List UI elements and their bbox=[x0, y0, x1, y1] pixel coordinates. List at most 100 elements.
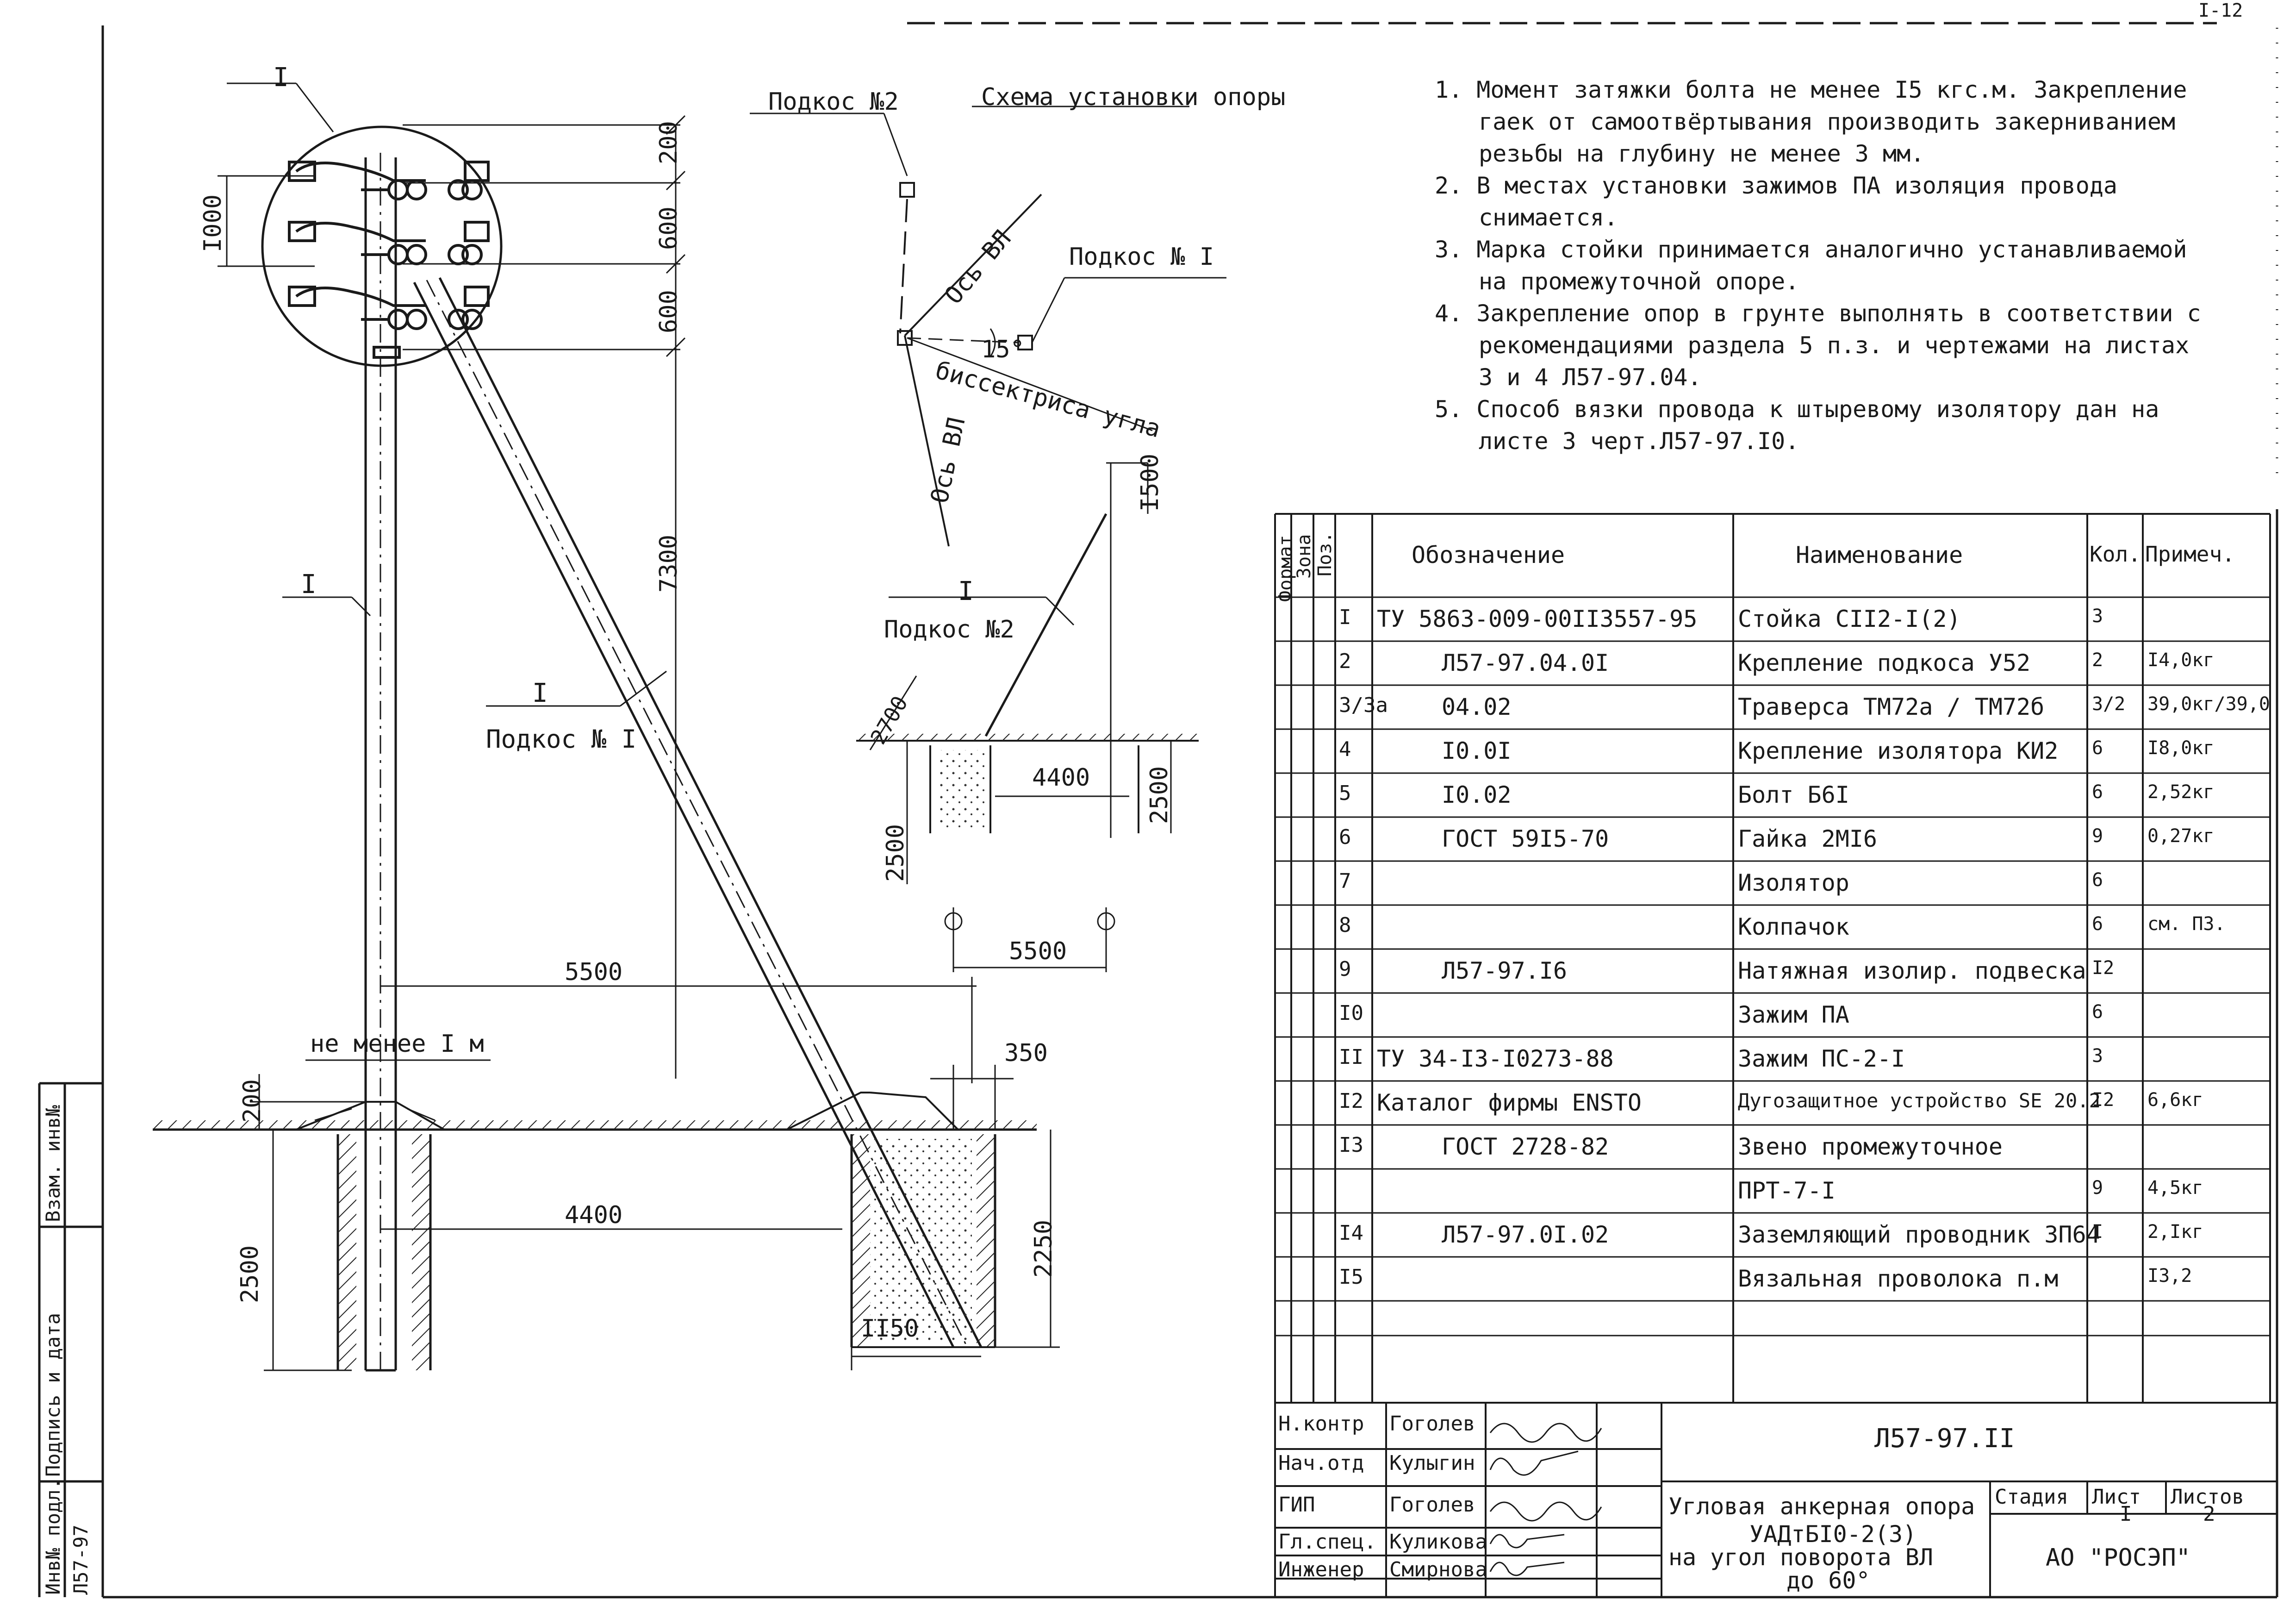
header-note: Примеч. bbox=[2145, 542, 2235, 567]
signer-name: Кулыгин bbox=[1389, 1451, 1475, 1475]
callout-i-brace: I bbox=[532, 678, 548, 708]
spec-cell-pos: I5 bbox=[1339, 1265, 1363, 1289]
spec-cell-note: I4,0кг bbox=[2147, 650, 2215, 671]
note-line: снимается. bbox=[1479, 204, 1618, 231]
title-line-4: до 60° bbox=[1786, 1567, 1870, 1594]
dim-600-b: 600 bbox=[655, 290, 683, 333]
scheme-dim-5500: 5500 bbox=[1009, 937, 1067, 965]
dim-2500-left: 2500 bbox=[236, 1245, 264, 1303]
spec-cell-name: Болт Б6I bbox=[1738, 781, 1849, 808]
spec-cell-qty: 6 bbox=[2092, 913, 2103, 935]
spec-cell-name: Изолятор bbox=[1738, 869, 1849, 896]
callout-i-top: I bbox=[273, 62, 289, 93]
spec-cell-designation: ТУ 5863-009-00II3557-95 bbox=[1377, 606, 1698, 632]
spec-cell-name: Заземляющий проводник ЗП64 bbox=[1738, 1221, 2100, 1248]
spec-cell-qty: I2 bbox=[2092, 957, 2115, 979]
spec-cell-pos: I0 bbox=[1339, 1001, 1363, 1025]
note-line: 2. В местах установки зажимов ПА изоляци… bbox=[1435, 172, 2118, 199]
spec-cell-qty: 6 bbox=[2092, 1001, 2103, 1023]
signer-name: Куликова bbox=[1389, 1530, 1487, 1554]
signer-name: Гоголев bbox=[1389, 1493, 1475, 1517]
spec-cell-name: Колпачок bbox=[1738, 913, 1849, 940]
scheme-dim-1500: I500 bbox=[1136, 453, 1164, 512]
spec-cell-qty: 3/2 bbox=[2092, 693, 2126, 715]
note-line: 3. Марка стойки принимается аналогично у… bbox=[1435, 236, 2187, 263]
header-pos: Поз. bbox=[1314, 531, 1336, 576]
spec-cell-name: Крепление подкоса У52 bbox=[1738, 650, 2031, 676]
dim-1000: I000 bbox=[199, 194, 227, 252]
dim-4400: 4400 bbox=[565, 1201, 623, 1229]
spec-cell-qty: 6 bbox=[2092, 869, 2103, 891]
note-line: 1. Момент затяжки болта не менее I5 кгс.… bbox=[1435, 76, 2187, 103]
stage-label: Стадия bbox=[1995, 1485, 2068, 1509]
spec-cell-name: Вязальная проволока п.м bbox=[1738, 1265, 2059, 1292]
note-line: на промежуточной опоре. bbox=[1479, 268, 1799, 295]
spec-cell-name: Дугозащитное устройство SE 20.2 bbox=[1738, 1089, 2101, 1112]
sheets-label: Листов bbox=[2171, 1485, 2244, 1509]
spec-cell-pos: 8 bbox=[1339, 913, 1351, 937]
note-line: гаек от самоотвёртывания производить зак… bbox=[1479, 108, 2176, 135]
spec-cell-designation: Л57-97.04.0I bbox=[1442, 650, 1609, 676]
signer-role: Н.контр bbox=[1278, 1412, 1364, 1436]
dim-600-a: 600 bbox=[655, 206, 683, 250]
note-line: 5. Способ вязки провода к штыревому изол… bbox=[1435, 396, 2159, 423]
spec-cell-note: см. ПЗ. bbox=[2147, 913, 2226, 935]
spec-cell-designation: ГОСТ 59I5-70 bbox=[1442, 825, 1609, 852]
callout-i-scheme: I bbox=[958, 576, 974, 606]
spec-cell-qty: 3 bbox=[2092, 606, 2103, 627]
spec-cell-pos: 6 bbox=[1339, 825, 1351, 849]
dim-350: 350 bbox=[1004, 1039, 1048, 1067]
spec-cell-name: Натяжная изолир. подвеска bbox=[1738, 957, 2086, 984]
signer-role: Нач.отд bbox=[1278, 1451, 1364, 1475]
title-code: Л57-97.II bbox=[1874, 1424, 2015, 1454]
spec-cell-note: I8,0кг bbox=[2147, 737, 2215, 759]
spec-cell-pos: 4 bbox=[1339, 737, 1351, 761]
spec-cell-designation: ГОСТ 2728-82 bbox=[1442, 1133, 1609, 1160]
spec-cell-designation: I0.0I bbox=[1442, 737, 1512, 764]
spec-cell-designation: I0.02 bbox=[1442, 781, 1512, 808]
scheme-dim-2500-left: 2500 bbox=[882, 824, 909, 882]
spec-cell-qty: I bbox=[2092, 1221, 2103, 1243]
scheme-dim-2500-right: 2500 bbox=[1145, 766, 1173, 824]
spec-cell-name: Крепление изолятора КИ2 bbox=[1738, 737, 2059, 764]
margin-inv-podl: Инв№ подл. bbox=[42, 1478, 64, 1595]
scheme-dim-4400: 4400 bbox=[1032, 764, 1090, 792]
dim-2250: 2250 bbox=[1030, 1219, 1058, 1278]
podkos-2-scheme-label: Подкос №2 bbox=[768, 88, 899, 116]
header-qty: Кол. bbox=[2090, 542, 2141, 567]
header-designation: Обозначение bbox=[1412, 542, 1565, 568]
podkos-2-detail-label: Подкос №2 bbox=[884, 616, 1014, 643]
signer-name: Гоголев bbox=[1389, 1412, 1475, 1436]
spec-cell-pos: I4 bbox=[1339, 1221, 1363, 1245]
spec-cell-note: 2,Iкг bbox=[2147, 1221, 2203, 1243]
spec-cell-name: Стойка СII2-I(2) bbox=[1738, 606, 1961, 632]
spec-cell-qty: 9 bbox=[2092, 825, 2103, 847]
angle-label: 15° bbox=[981, 336, 1025, 363]
signer-role: ГИП bbox=[1278, 1493, 1315, 1517]
dim-200-top: 200 bbox=[655, 121, 683, 164]
spec-cell-name: Траверса ТМ72а / ТМ72б bbox=[1738, 693, 2045, 720]
min-distance-label: не менее I м bbox=[310, 1030, 484, 1058]
podkos-1-scheme-label: Подкос № I bbox=[1069, 243, 1214, 271]
note-line: 3 и 4 Л57-97.04. bbox=[1479, 364, 1702, 391]
spec-cell-note: 39,0кг/39,0 bbox=[2147, 693, 2270, 715]
notes-block: 1. Момент затяжки болта не менее I5 кгс.… bbox=[1435, 74, 2201, 457]
spec-cell-designation: Л57-97.0I.02 bbox=[1442, 1221, 1609, 1248]
margin-vzam-inv: Взам. инв№ bbox=[42, 1105, 64, 1222]
dim-200-ground: 200 bbox=[238, 1079, 266, 1123]
sheet-number: I bbox=[2120, 1502, 2132, 1526]
spec-cell-note: 2,52кг bbox=[2147, 781, 2215, 803]
spec-cell-pos: 2 bbox=[1339, 650, 1351, 673]
spec-cell-pos: 3/3а bbox=[1339, 693, 1388, 717]
callout-i-mid: I bbox=[301, 569, 317, 600]
spec-cell-pos: 7 bbox=[1339, 869, 1351, 893]
dim-7300: 7300 bbox=[655, 534, 683, 593]
header-zone: Зона bbox=[1294, 534, 1315, 579]
note-line: 4. Закрепление опор в грунте выполнять в… bbox=[1435, 300, 2201, 327]
spec-cell-name: Зажим ПА bbox=[1738, 1001, 1849, 1028]
margin-podpis-data: Подпись и дата bbox=[42, 1312, 64, 1477]
spec-cell-qty: I2 bbox=[2092, 1089, 2115, 1111]
spec-cell-note: I3,2 bbox=[2147, 1265, 2192, 1287]
